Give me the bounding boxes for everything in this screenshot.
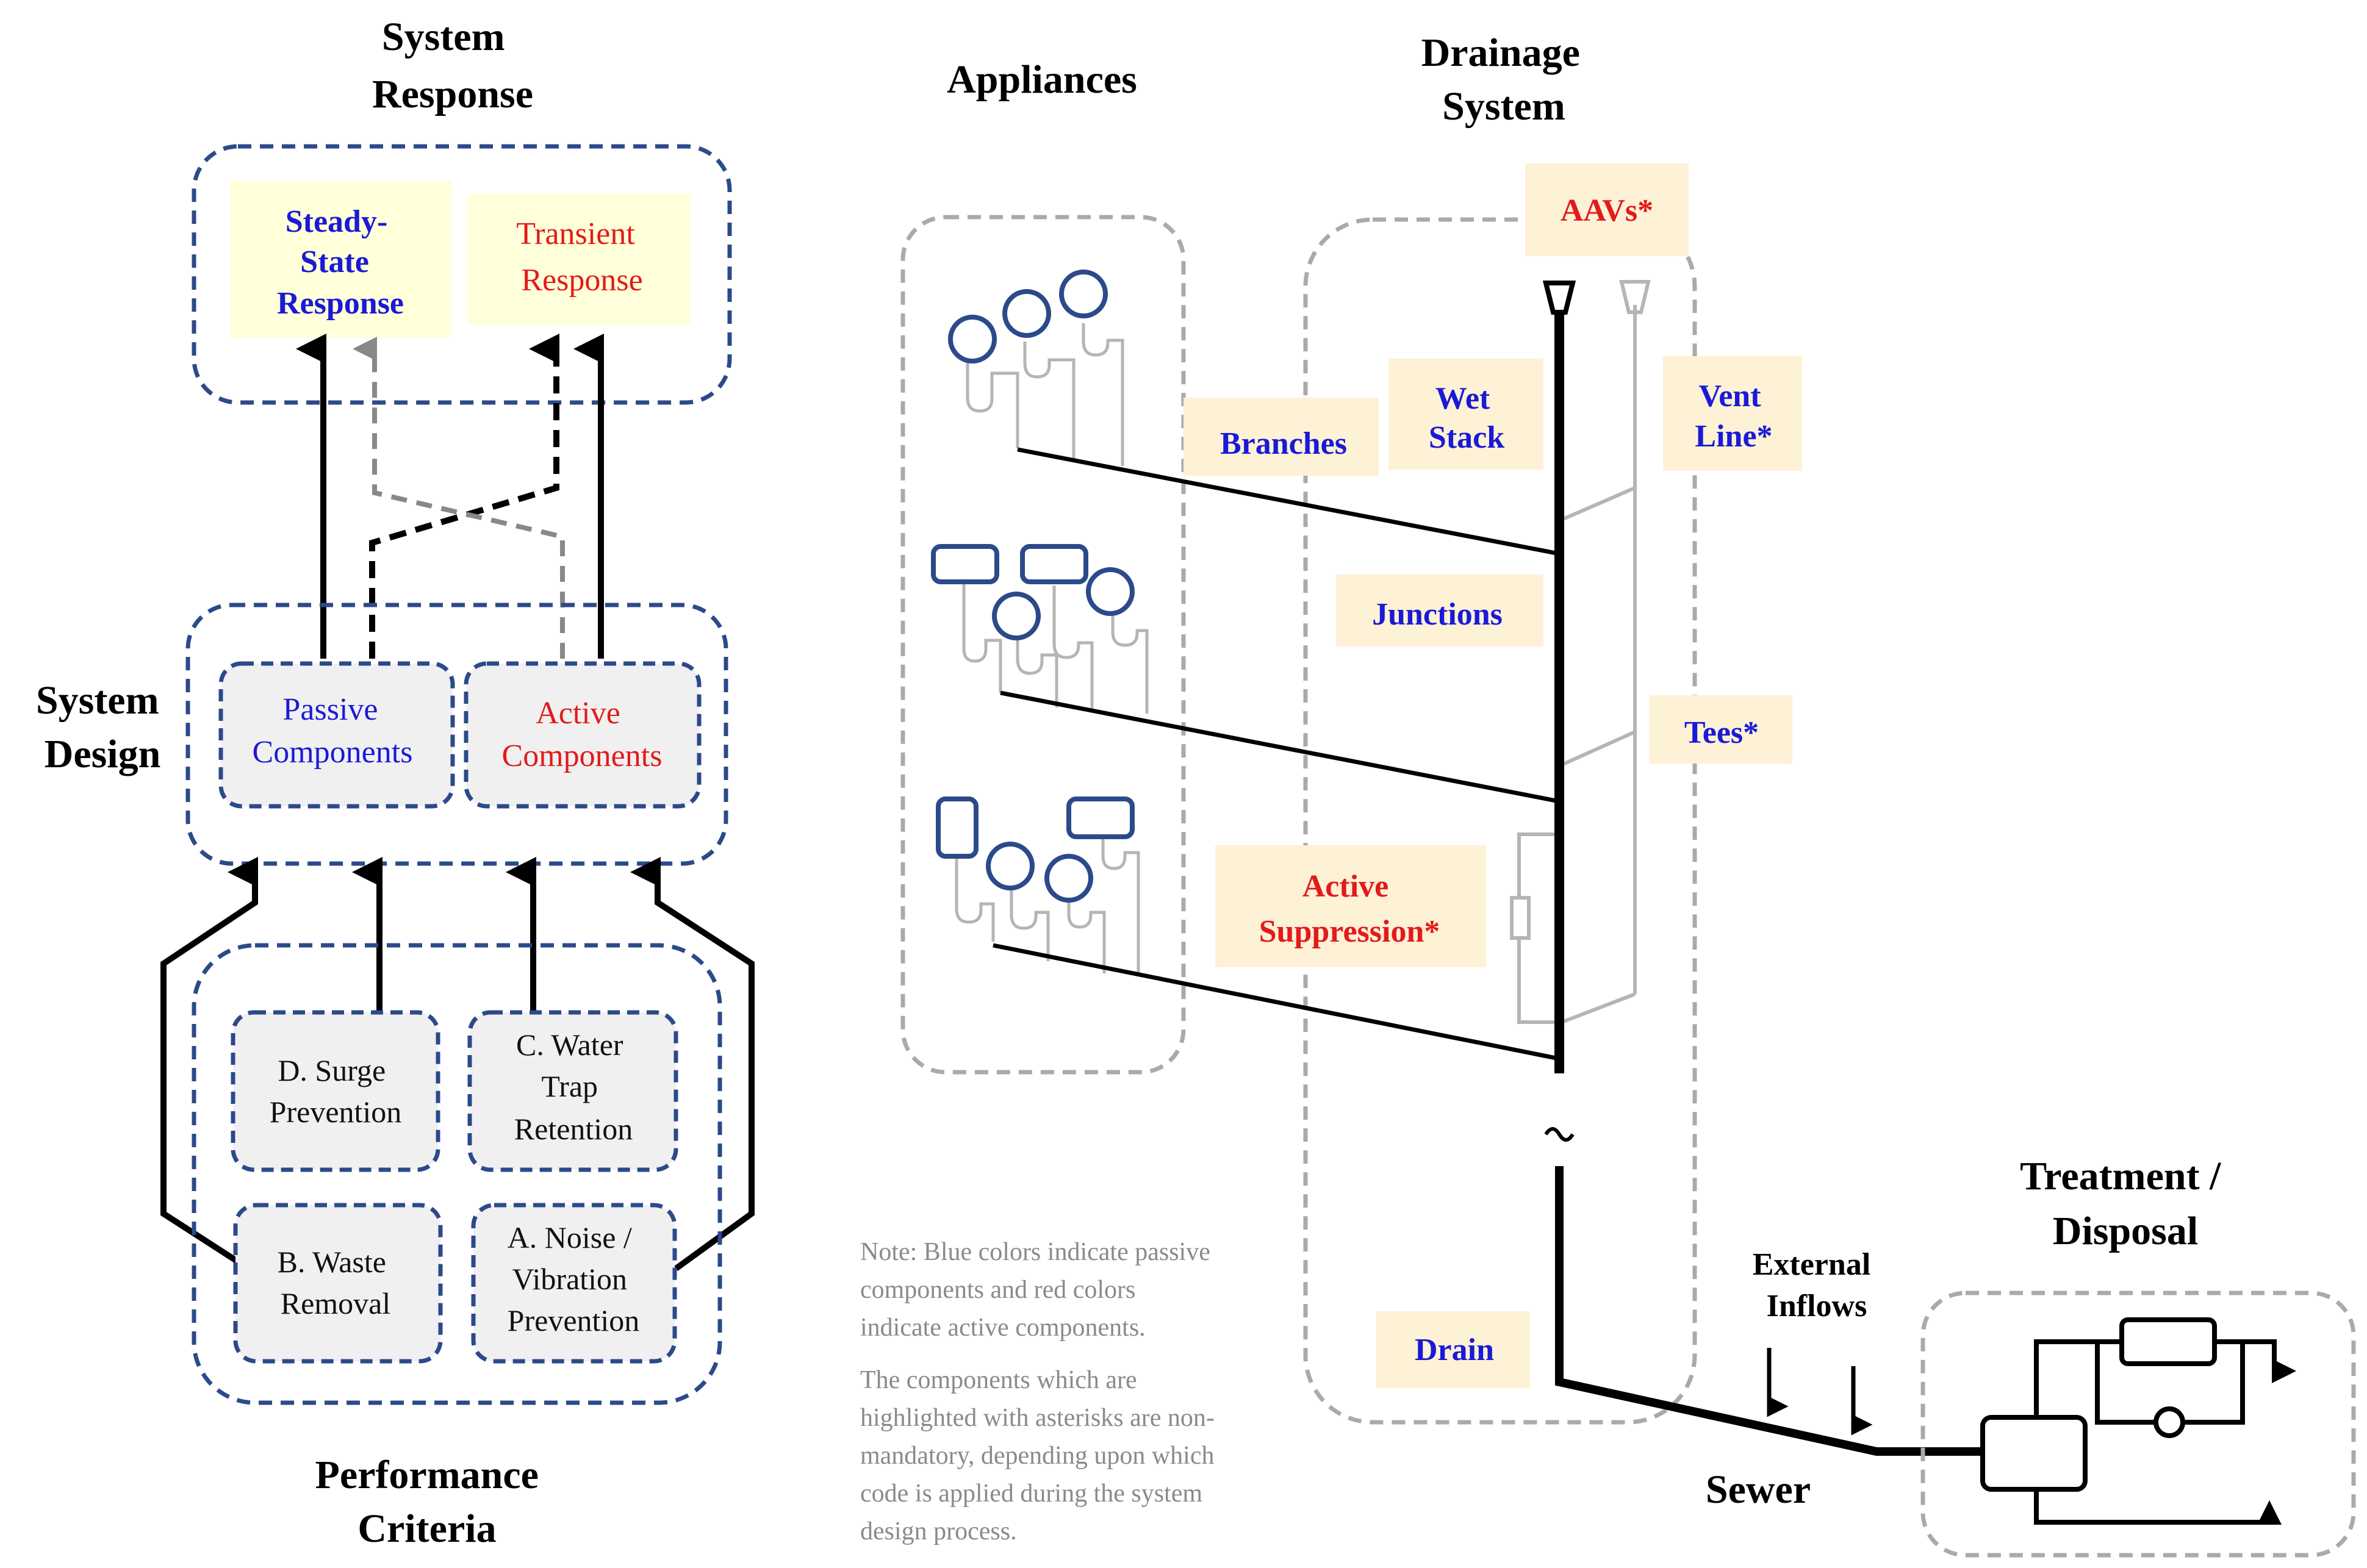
wet-stack-label-bg xyxy=(1388,359,1543,470)
steady-state-box xyxy=(231,181,451,338)
appliance-group-2 xyxy=(931,544,1149,714)
noise-vibration-prevention-box xyxy=(471,1203,677,1364)
sink-icon xyxy=(948,315,997,363)
aavs-label: AAVs* xyxy=(1561,193,1653,228)
sink-icon xyxy=(1002,289,1051,338)
system-response-title: System Response xyxy=(372,15,533,116)
system-design-title: System Design xyxy=(36,678,169,776)
aavs-label-bg xyxy=(1525,163,1689,256)
performance-criteria-title: Performance Criteria xyxy=(315,1453,549,1551)
design-to-response-arrows xyxy=(296,334,604,659)
external-inflows-label: External Inflows xyxy=(1753,1247,1879,1323)
criteria-to-design-arrows xyxy=(160,857,755,1272)
left-panel: System Response Steady- State Response T… xyxy=(36,15,755,1551)
bathtub-icon xyxy=(1020,544,1088,584)
vent-line-graphic xyxy=(1510,280,1651,1024)
steady-state-label: Steady- State Response xyxy=(277,204,404,321)
surge-prevention-label: D. Surge Prevention xyxy=(270,1053,402,1129)
active-components-box xyxy=(464,661,702,809)
junctions-label-bg xyxy=(1336,575,1543,646)
branch-pipes xyxy=(993,447,1560,1061)
appliance-group-1 xyxy=(948,270,1124,466)
aav-icon xyxy=(1542,281,1576,315)
system-design-frame xyxy=(185,603,728,866)
sink-icon xyxy=(1086,567,1135,616)
drainage-system-title: Drainage System xyxy=(1421,30,1590,129)
noise-vibration-prevention-label: A. Noise / Vibration Prevention xyxy=(508,1220,640,1337)
sink-icon xyxy=(1044,854,1093,903)
treatment-disposal-title: Treatment / Disposal xyxy=(2020,1154,2231,1253)
branches-label: Branches xyxy=(1220,426,1347,461)
appliances-frame xyxy=(900,215,1186,1075)
sewer-label: Sewer xyxy=(1706,1467,1811,1512)
sink-icon xyxy=(986,842,1035,890)
bathtub-icon xyxy=(1066,797,1135,839)
performance-criteria-frame xyxy=(192,943,722,1405)
sink-icon xyxy=(992,592,1041,640)
right-panel: Appliances Drainage System xyxy=(860,30,2356,1558)
drain-label: Drain xyxy=(1415,1333,1494,1367)
drain-label-bg xyxy=(1376,1311,1530,1388)
passive-components-box xyxy=(218,661,455,809)
sink-icon xyxy=(1059,270,1108,318)
active-components-label: Active Components xyxy=(502,696,663,773)
surge-prevention-box xyxy=(231,1010,440,1172)
passive-components-label: Passive Components xyxy=(253,692,413,770)
drainage-system-frame xyxy=(1303,217,1697,1425)
appliances-title: Appliances xyxy=(947,57,1137,102)
branches-label-bg xyxy=(1184,398,1379,476)
transient-box xyxy=(467,194,691,324)
active-suppression-label: Active Suppression* xyxy=(1259,869,1440,949)
junctions-label: Junctions xyxy=(1372,597,1503,632)
wet-stack-graphic xyxy=(1542,281,1985,1456)
waste-removal-label: B. Waste Removal xyxy=(278,1245,394,1320)
tees-label-bg xyxy=(1650,695,1792,764)
note-text: Note: Blue colors indicate passive compo… xyxy=(860,1238,1221,1545)
appliance-group-3 xyxy=(936,797,1140,975)
vent-line-label-bg xyxy=(1663,356,1802,471)
water-trap-retention-box xyxy=(467,1010,678,1172)
tees-label: Tees* xyxy=(1684,715,1759,750)
system-response-frame xyxy=(192,144,732,405)
toilet-icon xyxy=(936,797,979,859)
transient-label: Transient Response xyxy=(516,217,643,298)
pipe-break-icon xyxy=(1544,1127,1575,1142)
active-suppression-label-bg xyxy=(1215,845,1486,967)
bathtub-icon xyxy=(931,544,999,584)
waste-removal-box xyxy=(233,1203,443,1364)
wet-stack-label: Wet Stack xyxy=(1429,381,1504,455)
vent-line-label: Vent Line* xyxy=(1695,379,1772,454)
water-trap-retention-label: C. Water Trap Retention xyxy=(514,1028,633,1146)
treatment-plant-graphic xyxy=(1980,1317,2296,1525)
